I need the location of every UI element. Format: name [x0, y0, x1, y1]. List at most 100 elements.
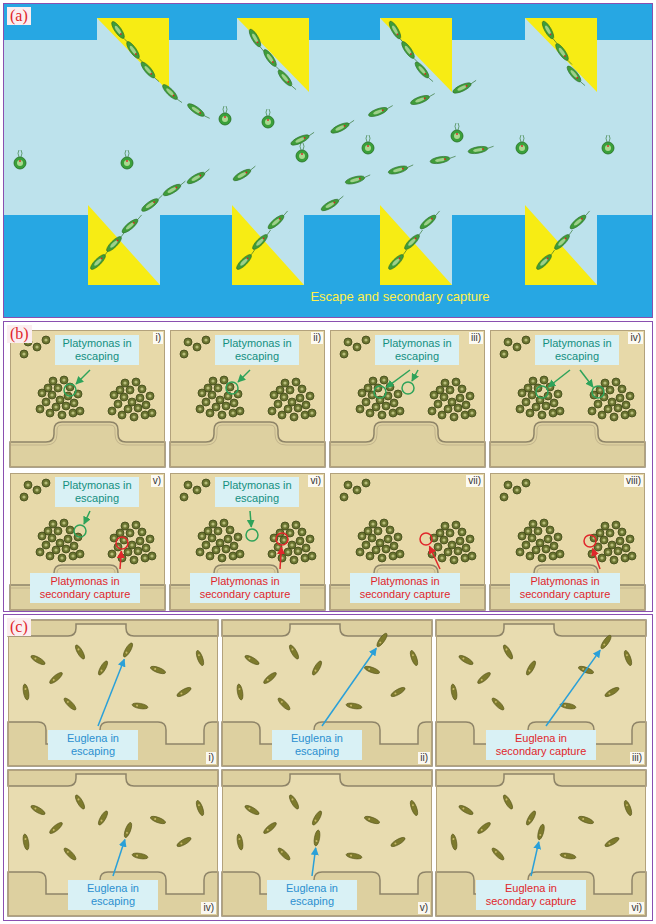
callout-text: Euglena in secondary capture — [479, 882, 583, 908]
microfluidic-schematic — [452, 78, 478, 95]
microfluidic-schematic — [262, 109, 274, 128]
callout-text: Euglena in escaping — [275, 732, 359, 758]
callout-text: Platymonas in escaping — [58, 479, 136, 505]
leader-arrow — [322, 648, 376, 726]
microfluidic-schematic — [162, 179, 188, 198]
microfluidic-schematic — [251, 228, 274, 251]
callout-box: Platymonas in escaping — [535, 335, 619, 365]
microfluidic-schematic — [266, 209, 290, 231]
leader-arrow — [98, 648, 600, 876]
euglena-micrographs — [375, 632, 388, 648]
leader-arrow — [412, 370, 418, 381]
callout-box: Platymonas in secondary capture — [190, 573, 300, 603]
callout-text: Platymonas in secondary capture — [193, 575, 297, 601]
microfluidic-schematic — [232, 164, 258, 183]
microfluidic-schematic — [380, 205, 452, 285]
microfluidic-schematic — [554, 42, 574, 67]
micrograph-frame: v) Platymonas in escapingPlatymonas in se… — [10, 473, 165, 610]
microfluidic-schematic — [345, 173, 372, 186]
escaping-marker — [402, 382, 414, 394]
euglena-micrographs — [123, 822, 133, 839]
microfluidic-schematic — [565, 64, 587, 88]
platymonas-micrographs — [10, 330, 165, 467]
euglena-micrographs — [313, 830, 321, 847]
microfluidic-schematic — [120, 213, 144, 235]
callout-box: Platymonas in secondary capture — [510, 573, 620, 603]
platymonas-micrographs — [490, 330, 645, 467]
leader-arrow — [531, 842, 539, 876]
callout-box: Platymonas in secondary capture — [30, 573, 140, 603]
callout-box: Euglena in escaping — [272, 730, 362, 760]
microfluidic-schematic — [89, 248, 112, 271]
leader-arrow — [546, 650, 600, 726]
frame-number: vi) — [629, 902, 644, 914]
microfluidic-schematic — [418, 209, 442, 231]
frame-number: iv) — [201, 902, 216, 914]
callout-text: Euglena in escaping — [270, 882, 354, 908]
microfluidic-schematic — [362, 135, 374, 154]
callout-box: Euglena in escaping — [68, 880, 158, 910]
frame-number: iii) — [469, 332, 483, 344]
microfluidic-schematic — [410, 92, 437, 107]
callout-text: Platymonas in escaping — [218, 337, 296, 363]
callout-text: Euglena in escaping — [71, 882, 155, 908]
euglena-micrographs — [599, 634, 612, 650]
capture-marker — [116, 537, 128, 549]
callout-box: Platymonas in secondary capture — [350, 573, 460, 603]
euglena-micrographs — [8, 620, 218, 766]
microfluidic-schematic — [330, 118, 356, 135]
microfluidic-schematic — [400, 40, 420, 65]
callout-box: Platymonas in escaping — [55, 335, 139, 365]
microfluidic-schematic — [140, 193, 165, 213]
frame-number: vi) — [308, 475, 323, 487]
euglena-micrographs — [8, 620, 646, 916]
micrograph-frame: viii) Platymonas in secondary capture — [490, 473, 645, 610]
platymonas-micrographs — [10, 330, 645, 610]
microfluidic-schematic — [602, 135, 614, 154]
leader-arrow — [113, 840, 125, 877]
microfluidic-schematic — [232, 205, 304, 285]
microfluidic-schematic — [430, 154, 457, 165]
microfluidic-schematic — [88, 205, 160, 285]
microfluidic-schematic — [276, 68, 298, 92]
leader-arrow — [238, 370, 250, 382]
frame-number: iii) — [630, 752, 644, 764]
euglena-micrographs — [122, 642, 135, 658]
microfluidic-schematic — [110, 20, 130, 45]
euglena-micrographs — [436, 770, 646, 916]
leader-arrow — [98, 659, 124, 726]
micrograph-frame: ii)Platymonas in escaping — [170, 330, 325, 467]
callout-box: Platymonas in escaping — [375, 335, 459, 365]
frame-number: viii) — [624, 475, 643, 487]
panel-label: (b) — [7, 325, 32, 343]
escaping-marker — [64, 382, 604, 541]
leader-arrow — [548, 370, 570, 387]
micrograph-frame: v)Euglena in escaping — [222, 770, 432, 916]
platymonas-micrographs — [170, 330, 325, 467]
micrograph-frame: iii) Platymonas in escaping — [330, 330, 485, 467]
leader-arrow — [280, 547, 282, 569]
micrograph-frame: vii)Platymonas in secondary capture — [330, 473, 485, 610]
caption-text: Escape and secondary capture — [200, 289, 600, 305]
microfluidic-schematic — [105, 230, 128, 253]
frame-number: v) — [151, 475, 163, 487]
microfluidic-schematic — [568, 209, 592, 231]
frame-number: i) — [206, 752, 216, 764]
callout-text: Euglena in secondary capture — [489, 732, 593, 758]
platymonas-micrographs — [170, 473, 325, 610]
platymonas-micrographs — [10, 473, 165, 610]
microfluidic-schematic — [388, 163, 415, 176]
micrograph-frame: vi) Platymonas in escapingPlatymonas in s… — [170, 473, 325, 610]
microfluidic-schematic — [525, 18, 597, 92]
microfluidic-schematic — [380, 18, 452, 92]
callout-text: Platymonas in secondary capture — [353, 575, 457, 601]
frame-number: ii) — [418, 752, 430, 764]
micrograph-frame: vi) Euglena in secondary capture — [436, 770, 646, 916]
euglena-micrographs — [536, 824, 545, 841]
capture-marker — [276, 533, 288, 545]
callout-text: Platymonas in escaping — [218, 479, 296, 505]
escaping-marker — [246, 529, 258, 541]
callout-text: Platymonas in secondary capture — [33, 575, 137, 601]
microfluidic-schematic — [14, 150, 26, 169]
